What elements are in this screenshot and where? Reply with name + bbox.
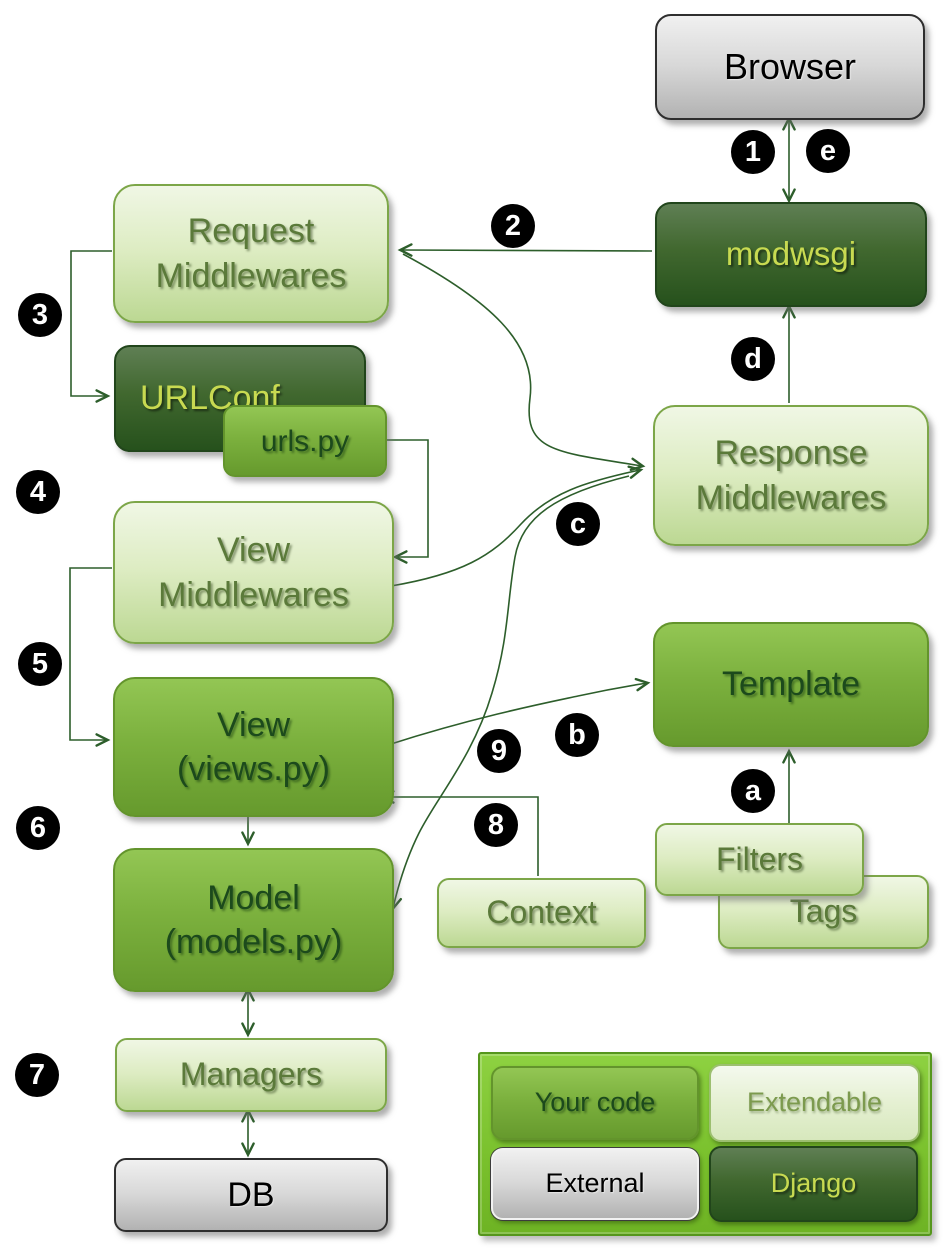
connector-modwsgi-requestmw xyxy=(397,243,653,257)
legend-django-label: Django xyxy=(770,1168,857,1199)
badge-step-8: 8 xyxy=(474,803,518,847)
node-browser: Browser xyxy=(655,14,925,120)
badge-step-9-label: 9 xyxy=(490,735,508,767)
node-modwsgi-label: modwsgi xyxy=(725,235,857,273)
badge-step-d: d xyxy=(731,337,775,381)
badge-step-9: 9 xyxy=(477,729,521,773)
node-view-middlewares: View Middlewares xyxy=(113,501,394,644)
badge-step-7-label: 7 xyxy=(28,1059,46,1091)
badge-step-e: e xyxy=(806,129,850,173)
legend-extendable: Extendable xyxy=(709,1064,920,1142)
node-view-middlewares-line1: View xyxy=(216,531,291,570)
node-db-label: DB xyxy=(227,1175,275,1214)
node-view-line2: (views.py) xyxy=(176,750,331,788)
badge-step-2: 2 xyxy=(491,204,535,248)
badge-step-6-label: 6 xyxy=(29,812,47,844)
badge-step-5: 5 xyxy=(18,642,62,686)
node-filters: Filters xyxy=(655,823,864,896)
node-db: DB xyxy=(114,1158,388,1232)
connector-viewmw-view-elbow xyxy=(69,567,112,747)
badge-step-b: b xyxy=(555,713,599,757)
connector-urlspy-viewmw-elbow xyxy=(384,439,429,564)
node-view: View (views.py) xyxy=(113,677,394,817)
node-response-middlewares-line1: Response xyxy=(714,434,868,473)
badge-step-4-label: 4 xyxy=(29,476,47,508)
badge-step-e-label: e xyxy=(819,135,837,167)
node-urls-py: urls.py xyxy=(223,405,387,477)
badge-step-6: 6 xyxy=(16,806,60,850)
node-model-line1: Model xyxy=(207,878,300,917)
badge-step-a: a xyxy=(731,769,775,813)
legend-external: External xyxy=(491,1148,699,1220)
node-view-line1: View xyxy=(216,705,291,744)
legend-extendable-label: Extendable xyxy=(746,1087,883,1118)
node-response-middlewares: Response Middlewares xyxy=(653,405,929,546)
node-request-middlewares: Request Middlewares xyxy=(113,184,389,323)
badge-step-5-label: 5 xyxy=(31,648,49,680)
badge-step-3: 3 xyxy=(18,293,62,337)
connector-requestmw-responsemw-curve xyxy=(402,253,646,472)
legend-your-code: Your code xyxy=(491,1066,699,1140)
node-urls-py-label: urls.py xyxy=(260,424,350,458)
legend-django: Django xyxy=(709,1146,918,1222)
badge-step-1-label: 1 xyxy=(744,136,762,168)
badge-step-1: 1 xyxy=(731,130,775,174)
badge-step-2-label: 2 xyxy=(504,210,522,242)
legend-panel: Your code Extendable External Django xyxy=(478,1052,932,1236)
node-request-middlewares-line2: Middlewares xyxy=(155,256,347,295)
legend-your-code-label: Your code xyxy=(534,1087,656,1118)
connector-responsemw-model-curve xyxy=(388,475,630,912)
badge-step-c: c xyxy=(556,502,600,546)
badge-step-a-label: a xyxy=(744,775,762,807)
node-browser-label: Browser xyxy=(723,45,857,87)
badge-step-c-label: c xyxy=(569,508,587,540)
node-modwsgi: modwsgi xyxy=(655,202,927,307)
connector-context-view-elbow xyxy=(379,790,539,876)
node-template: Template xyxy=(653,622,929,747)
badge-step-4: 4 xyxy=(16,470,60,514)
node-response-middlewares-line2: Middlewares xyxy=(695,478,887,517)
badge-step-d-label: d xyxy=(744,343,762,375)
node-model: Model (models.py) xyxy=(113,848,394,992)
connector-requestmw-urlconf-elbow xyxy=(70,250,112,403)
node-template-label: Template xyxy=(722,665,860,704)
connector-view-template-curve xyxy=(390,677,651,745)
node-context: Context xyxy=(437,878,646,948)
node-context-label: Context xyxy=(486,894,597,931)
node-model-line2: (models.py) xyxy=(164,923,343,961)
node-managers: Managers xyxy=(115,1038,387,1112)
badge-step-3-label: 3 xyxy=(31,299,49,331)
node-filters-label: Filters xyxy=(715,840,804,877)
badge-step-b-label: b xyxy=(568,719,586,751)
legend-external-label: External xyxy=(545,1168,645,1199)
node-view-middlewares-line2: Middlewares xyxy=(158,575,349,614)
node-managers-label: Managers xyxy=(179,1056,323,1093)
node-request-middlewares-line1: Request xyxy=(187,212,315,251)
connector-viewmw-responsemw-curve xyxy=(390,465,644,587)
node-tags-label: Tags xyxy=(789,893,858,930)
badge-step-7: 7 xyxy=(15,1053,59,1097)
badge-step-8-label: 8 xyxy=(487,809,505,841)
